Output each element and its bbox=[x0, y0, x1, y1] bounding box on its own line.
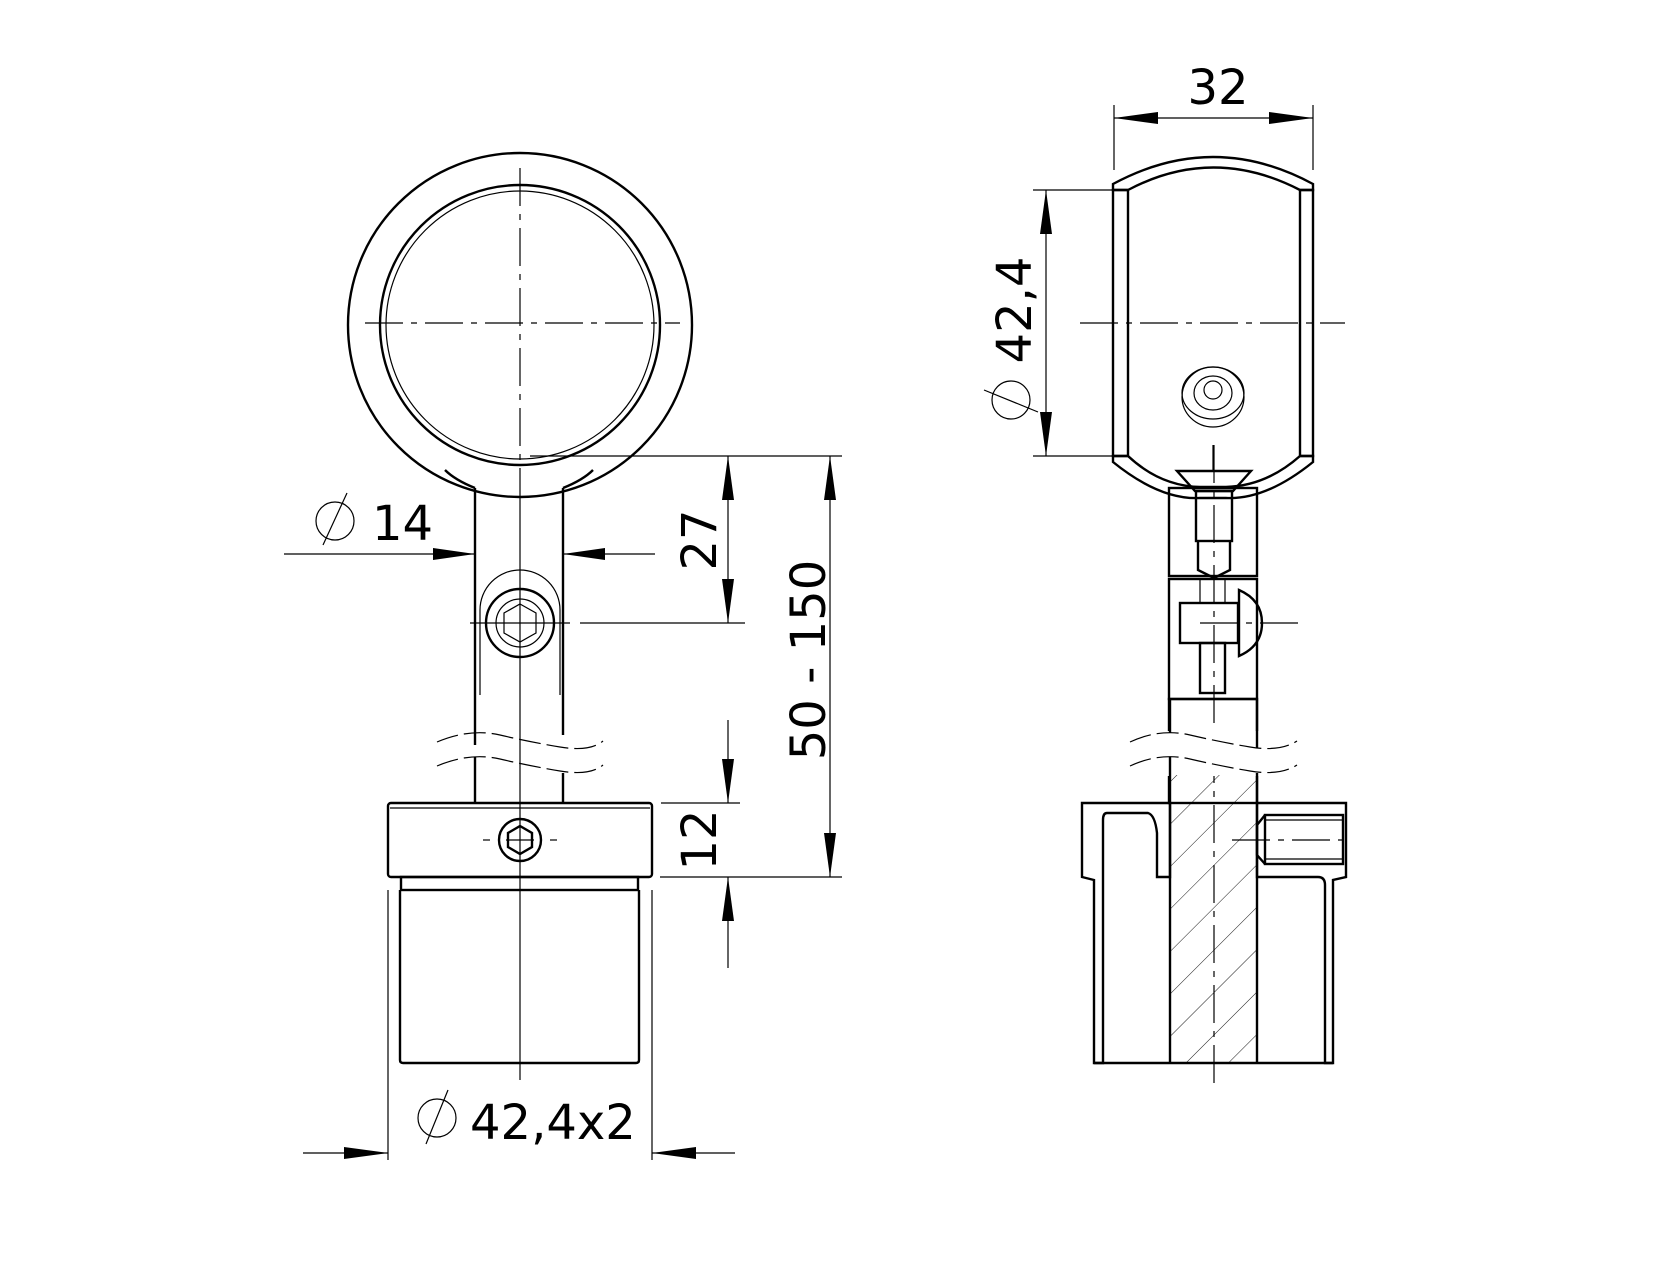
dimension-clamp-width: 32 bbox=[1113, 60, 1314, 170]
section-view: 32 42,4 bbox=[983, 60, 1348, 1088]
stem-upper bbox=[444, 469, 594, 1080]
pivot-bolt bbox=[470, 569, 745, 695]
end-cap bbox=[386, 801, 654, 1160]
stem-diameter-value: 14 bbox=[372, 496, 433, 552]
clamp-diameter-value: 42,4 bbox=[987, 257, 1043, 364]
dimension-clamp-diameter: 42,4 bbox=[983, 189, 1113, 457]
break-lines-front bbox=[436, 732, 604, 803]
clamp-body-section bbox=[1080, 155, 1345, 500]
diameter-symbol-icon bbox=[315, 501, 355, 541]
dimension-pivot-offset: 27 bbox=[530, 455, 842, 623]
front-view bbox=[346, 151, 745, 1160]
dimension-length-range: 50 - 150 bbox=[660, 456, 842, 878]
end-cap-section bbox=[1080, 775, 1348, 1065]
diameter-symbol-icon bbox=[991, 380, 1031, 420]
clamp-width-value: 32 bbox=[1187, 60, 1248, 116]
diameter-symbol-icon bbox=[417, 1098, 457, 1138]
collar-height-value: 12 bbox=[672, 809, 728, 870]
length-range-value: 50 - 150 bbox=[781, 560, 837, 761]
ring-clamp bbox=[346, 151, 694, 499]
dimension-tube-size: 42,4x2 bbox=[303, 1089, 735, 1159]
dimension-collar-height: 12 bbox=[661, 720, 740, 968]
pivot-offset-value: 27 bbox=[672, 509, 728, 570]
dimension-stem-diameter: 14 bbox=[284, 492, 655, 560]
tube-size-value: 42,4x2 bbox=[470, 1095, 636, 1151]
